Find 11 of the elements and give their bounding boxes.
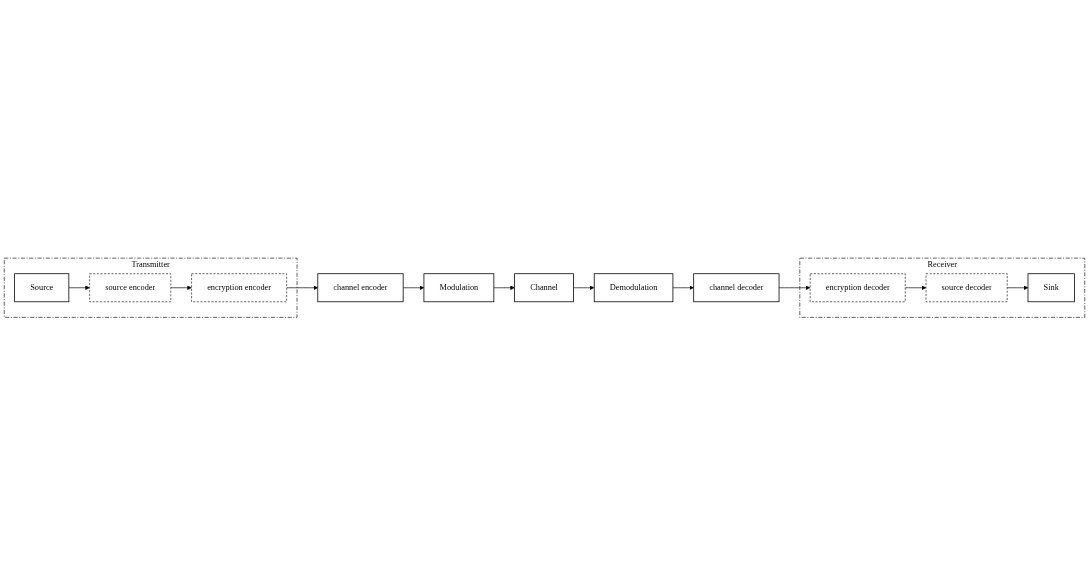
node-box: encryption encoder <box>191 273 287 303</box>
node-box: Sink <box>1027 273 1075 303</box>
node-box: Source <box>14 273 70 303</box>
node-box: Modulation <box>423 273 495 303</box>
node-box: source encoder <box>89 273 172 303</box>
node-box: source decoder <box>925 273 1008 303</box>
node-box: Channel <box>514 273 574 303</box>
node-box: channel encoder <box>317 273 404 303</box>
node-box: Demodulation <box>593 273 674 303</box>
node-box: channel decoder <box>693 273 780 303</box>
node-box: encryption decoder <box>809 273 906 303</box>
